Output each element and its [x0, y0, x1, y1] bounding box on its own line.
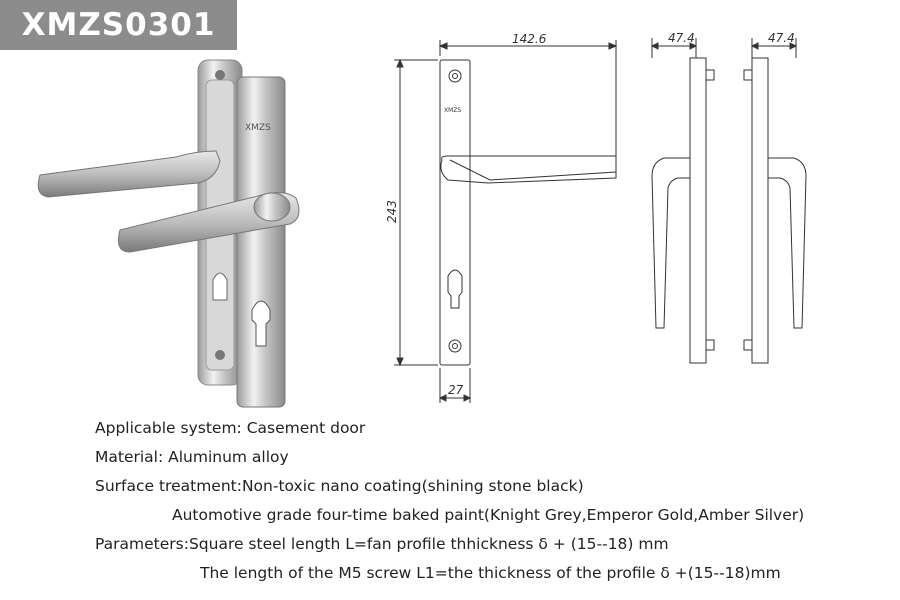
- side-view-right: 47.4: [743, 31, 807, 364]
- spec-list: Applicable system: Casement door Materia…: [95, 414, 885, 588]
- spec-surface-treatment-2: Automotive grade four-time baked paint(K…: [172, 506, 805, 524]
- dim-plate-width: 27: [448, 383, 464, 397]
- front-plate: XMZS: [236, 76, 286, 408]
- dim-height: 243: [385, 200, 399, 223]
- dim-width: 142.6: [512, 32, 547, 46]
- product-model-badge: XMZS0301: [0, 0, 237, 50]
- spec-surface-treatment: Surface treatment:Non-toxic nano coating…: [95, 477, 584, 495]
- back-lever: [37, 150, 221, 198]
- dim-side-a: 47.4: [668, 31, 695, 45]
- lever-outline: [440, 155, 617, 184]
- spec-parameters: Parameters:Square steel length L=fan pro…: [95, 535, 669, 553]
- side-lever-left: [651, 157, 691, 329]
- dim-side-b: 47.4: [768, 31, 795, 45]
- product-model: XMZS0301: [21, 7, 216, 43]
- front-drawing: 142.6 243 27 XMZS: [385, 32, 618, 403]
- side-view-left: 47.4: [650, 31, 715, 364]
- plate-outline: [439, 59, 471, 366]
- keyhole-outline: [447, 269, 463, 309]
- spec-material: Material: Aluminum alloy: [95, 448, 289, 466]
- spec-parameters-2: The length of the M5 screw L1=the thickn…: [200, 564, 781, 582]
- spec-applicable-system: Applicable system: Casement door: [95, 419, 366, 437]
- drawing-brand: XMZS: [444, 107, 461, 114]
- side-lever-right: [767, 157, 807, 329]
- product-photo: XMZS: [37, 59, 300, 408]
- plate-logo: XMZS: [245, 123, 271, 133]
